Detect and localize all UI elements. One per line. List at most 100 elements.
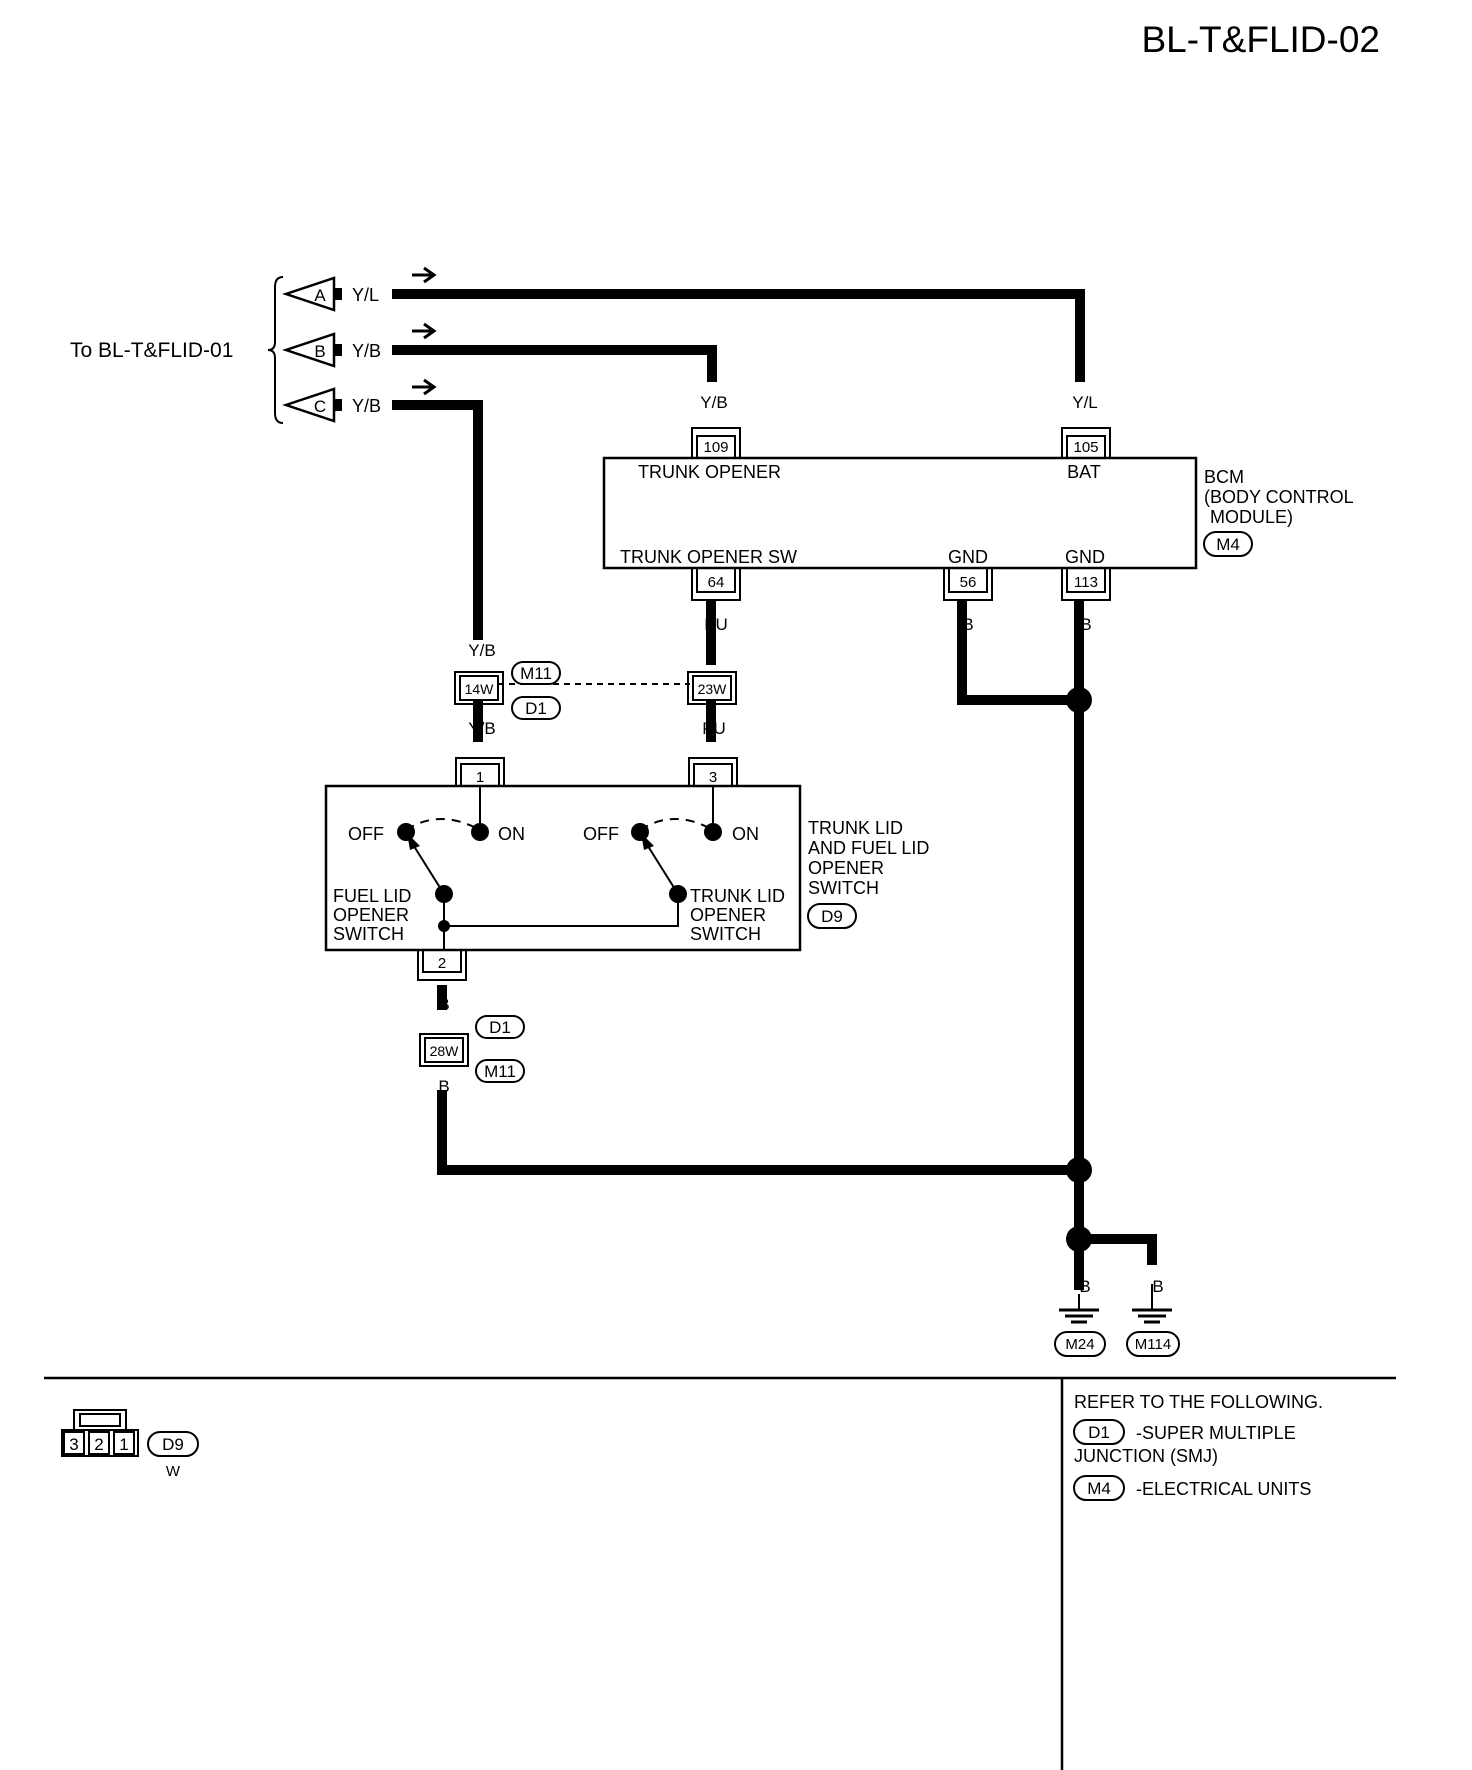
- wire-m114-branch: [1079, 1234, 1157, 1265]
- fuel-lid-label-1: FUEL LID: [333, 886, 411, 906]
- junction-d1-code: D1: [525, 699, 547, 718]
- wire-gnd56: [957, 600, 1079, 705]
- bcm-trunk-opener-sw-label: TRUNK OPENER SW: [620, 547, 797, 567]
- switch-title-line-3: OPENER: [808, 858, 884, 878]
- pin-14w: 14W: [465, 681, 495, 697]
- connector-a-letter: A: [314, 286, 326, 305]
- bcm-box: [602, 456, 1198, 570]
- face-pin-1: 1: [119, 1435, 128, 1454]
- connector-b-color: Y/B: [352, 341, 381, 361]
- bcm-module: Y/B Y/L 109 105 TRUNK OPENER BAT TRUNK O…: [602, 393, 1354, 634]
- connector-a-triangle: [282, 276, 336, 312]
- bcm-connector-code: M4: [1216, 535, 1240, 554]
- flow-arrow-icon: [412, 378, 437, 396]
- lower-junction: 28W D1 M11 B: [419, 1015, 525, 1096]
- trunk-off-label: OFF: [583, 824, 619, 844]
- bcm-113-wire-color: B: [1080, 615, 1091, 634]
- connector-b-terminal: [334, 344, 342, 356]
- bcm-56-wire-color: B: [962, 615, 973, 634]
- lower-d1-badge: [475, 1015, 525, 1039]
- pin-109: 109: [703, 439, 728, 456]
- junction-m11-code: M11: [520, 664, 552, 683]
- refer-m4-desc-1: -ELECTRICAL UNITS: [1136, 1479, 1311, 1499]
- ground-m24-badge: [1054, 1331, 1106, 1357]
- reference-label: To BL-T&FLID-01: [70, 339, 233, 362]
- flow-arrow-icon: [412, 322, 437, 340]
- junction-14w-wire-top: Y/B: [468, 641, 495, 660]
- wire-b-yb: [392, 345, 717, 382]
- pin-28w: 28W: [430, 1043, 460, 1059]
- bcm-105-wire-color: Y/L: [1072, 393, 1098, 412]
- page-title: BL-T&FLID-02: [1141, 19, 1380, 60]
- ground-m24-code: M24: [1065, 1336, 1094, 1353]
- junction-m11-badge: [511, 661, 561, 685]
- switch-title-line-4: SWITCH: [808, 878, 879, 898]
- fuel-off-label: OFF: [348, 824, 384, 844]
- pin-3: 3: [709, 769, 717, 786]
- refer-list: REFER TO THE FOLLOWING. D1 -SUPER MULTIP…: [1073, 1392, 1323, 1501]
- lower-m11-badge: [475, 1059, 525, 1083]
- trunk-switch-travel: [639, 818, 714, 831]
- connector-c-color: Y/B: [352, 396, 381, 416]
- face-pin-3: 3: [69, 1435, 78, 1454]
- bcm-bat-label: BAT: [1067, 462, 1101, 482]
- grounds: B M24 B M114: [1054, 1277, 1180, 1357]
- fuel-on-contact: [471, 823, 489, 841]
- trunk-switch-arrow-icon: [641, 833, 654, 850]
- wire-c-yb: [392, 400, 483, 640]
- bcm-trunk-opener-label: TRUNK OPENER: [638, 462, 781, 482]
- switch-connector-badge: [807, 903, 857, 929]
- refer-heading: REFER TO THE FOLLOWING.: [1074, 1392, 1323, 1412]
- trunk-lid-label-3: SWITCH: [690, 924, 761, 944]
- switch-title-line-1: TRUNK LID: [808, 818, 903, 838]
- fuel-switch-arrow-icon: [407, 833, 420, 850]
- wires: [392, 289, 1157, 1290]
- reference-brace: [267, 276, 284, 424]
- lower-d1-code: D1: [489, 1018, 511, 1037]
- trunk-lid-label-1: TRUNK LID: [690, 886, 785, 906]
- splice-dot: [1066, 1157, 1092, 1183]
- pin-2-wire-color: B: [438, 995, 449, 1014]
- pin-2: 2: [438, 955, 446, 972]
- pin-1: 1: [476, 769, 484, 786]
- connector-a-terminal: [334, 288, 342, 300]
- connector-face: [61, 1429, 139, 1457]
- fuel-lid-label-2: OPENER: [333, 905, 409, 925]
- wire-a-yl: [392, 289, 1085, 382]
- bcm-gnd113-label: GND: [1065, 547, 1105, 567]
- junction-d1-badge: [511, 696, 561, 720]
- fuel-on-label: ON: [498, 824, 525, 844]
- switch-title-line-2: AND FUEL LID: [808, 838, 929, 858]
- trunk-on-label: ON: [732, 824, 759, 844]
- connector-c-terminal: [334, 399, 342, 411]
- fuel-switch-travel: [405, 818, 481, 831]
- junction-14w-wire-bottom: Y/B: [468, 719, 495, 738]
- pin-23w-shell: [687, 671, 737, 705]
- connector-c-triangle: [282, 387, 336, 423]
- pin-28w-wire-color: B: [438, 1077, 449, 1096]
- ground-m24-wire-color: B: [1079, 1277, 1090, 1296]
- input-connectors: To BL-T&FLID-01 A Y/L B Y/B C Y/B: [70, 266, 437, 424]
- refer-d1-badge: [1073, 1419, 1125, 1445]
- wire-28w-bus: [437, 1090, 1079, 1175]
- bcm-title-line-2: (BODY CONTROL: [1204, 487, 1354, 507]
- pin-64: 64: [708, 574, 725, 591]
- ground-m114-badge: [1126, 1331, 1180, 1357]
- ground-m114-code: M114: [1135, 1336, 1171, 1353]
- ground-m114-wire-color: B: [1152, 1277, 1163, 1296]
- lower-m11-code: M11: [484, 1062, 516, 1081]
- switch-unit: 1 3 2 OFF ON OFF ON FUEL LID: [324, 757, 929, 1014]
- pin-23w: 23W: [698, 681, 728, 697]
- refer-m4-badge: [1073, 1475, 1125, 1501]
- pin-28w-shell: [419, 1033, 469, 1067]
- bcm-title-line-1: BCM: [1204, 467, 1244, 487]
- switch-connector-code: D9: [821, 907, 843, 926]
- bcm-64-wire-color: PU: [704, 615, 728, 634]
- face-connector-code: D9: [162, 1435, 184, 1454]
- connector-b-triangle: [282, 332, 336, 368]
- connector-c-letter: C: [314, 397, 326, 416]
- splice-dot: [1066, 1226, 1092, 1252]
- fuel-lid-label-3: SWITCH: [333, 924, 404, 944]
- refer-d1-code: D1: [1088, 1423, 1110, 1442]
